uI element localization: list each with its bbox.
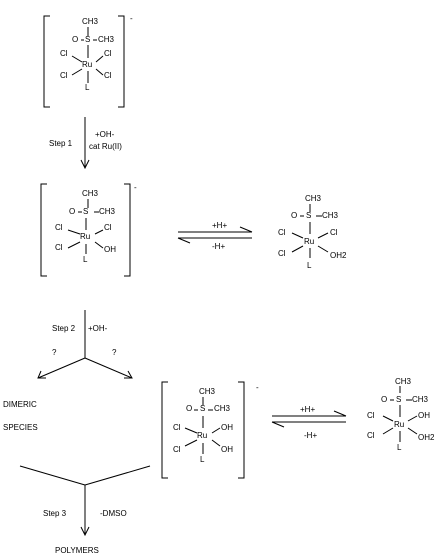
ligand-label: L [83,255,88,264]
chloride-label: Cl [55,243,63,252]
methyl-label: CH3 [214,404,231,413]
ruthenium-label: Ru [197,431,208,440]
sulfur-label: S [306,211,312,220]
bracket-right-2 [124,183,131,277]
ligand-label: L [397,443,402,452]
charge-label: - [256,383,259,392]
unknown-path-mark: ? [112,348,117,357]
chloride-label: Cl [104,49,112,58]
methyl-label: CH3 [322,211,339,220]
ligand-label: L [307,261,312,270]
methyl-label: CH3 [99,207,116,216]
chloride-label: Cl [278,249,286,258]
step1-catalyst: cat Ru(II) [89,142,122,151]
hydroxide-label: OH [418,411,430,420]
ruthenium-label: Ru [82,60,93,69]
species-label: SPECIES [3,423,38,432]
sulfur-label: S [200,404,206,413]
bracket-left-4 [161,381,168,479]
aqua-label: OH2 [330,251,347,260]
methyl-label: CH3 [82,17,99,26]
step2-label: Step 2 [52,324,76,333]
oxygen-label: O [291,211,298,220]
aqua-label: OH2 [418,433,435,442]
charge-label: - [130,14,133,23]
step1-reagent: +OH- [95,130,115,139]
ruthenium-label: Ru [80,232,91,241]
chloride-label: Cl [104,71,112,80]
oxygen-label: O [69,207,76,216]
methyl-label: CH3 [412,395,429,404]
unknown-path-mark: ? [52,348,57,357]
sulfur-label: S [85,35,91,44]
deprotonation-label: -H+ [304,431,318,440]
chloride-label: Cl [173,445,181,454]
bracket-left-2 [40,183,47,277]
chloride-label: Cl [278,228,286,237]
bracket-right-1 [118,15,125,108]
polymers-label: POLYMERS [55,546,99,555]
methyl-label: CH3 [395,377,412,386]
step3-reagent: -DMSO [100,509,127,518]
oxygen-label: O [186,404,193,413]
oxygen-label: O [381,395,388,404]
ligand-label: L [200,455,205,464]
chloride-label: Cl [367,411,375,420]
hydroxide-label: OH [221,445,233,454]
bracket-right-4 [238,381,245,479]
sulfur-label: S [396,395,402,404]
protonation-label: +H+ [300,405,316,414]
methyl-label: CH3 [98,35,115,44]
chloride-label: Cl [330,228,338,237]
sulfur-label: S [83,207,89,216]
ruthenium-label: Ru [394,420,405,429]
ruthenium-label: Ru [304,237,315,246]
dimeric-label: DIMERIC [3,400,37,409]
step3-label: Step 3 [43,509,67,518]
protonation-label: +H+ [212,221,228,230]
methyl-label: CH3 [82,189,99,198]
methyl-label: CH3 [305,194,322,203]
charge-label: - [134,183,137,192]
ligand-label: L [85,83,90,92]
step1-label: Step 1 [49,139,73,148]
oxygen-label: O [72,35,79,44]
hydroxide-label: OH [221,423,233,432]
chloride-label: Cl [104,223,112,232]
methyl-label: CH3 [199,387,216,396]
chloride-label: Cl [173,423,181,432]
chloride-label: Cl [60,49,68,58]
chloride-label: Cl [55,223,63,232]
bracket-left-1 [43,15,50,108]
chloride-label: Cl [367,431,375,440]
deprotonation-label: -H+ [212,242,226,251]
step2-reagent: +OH- [88,324,108,333]
hydroxide-label: OH [104,245,116,254]
chloride-label: Cl [60,71,68,80]
